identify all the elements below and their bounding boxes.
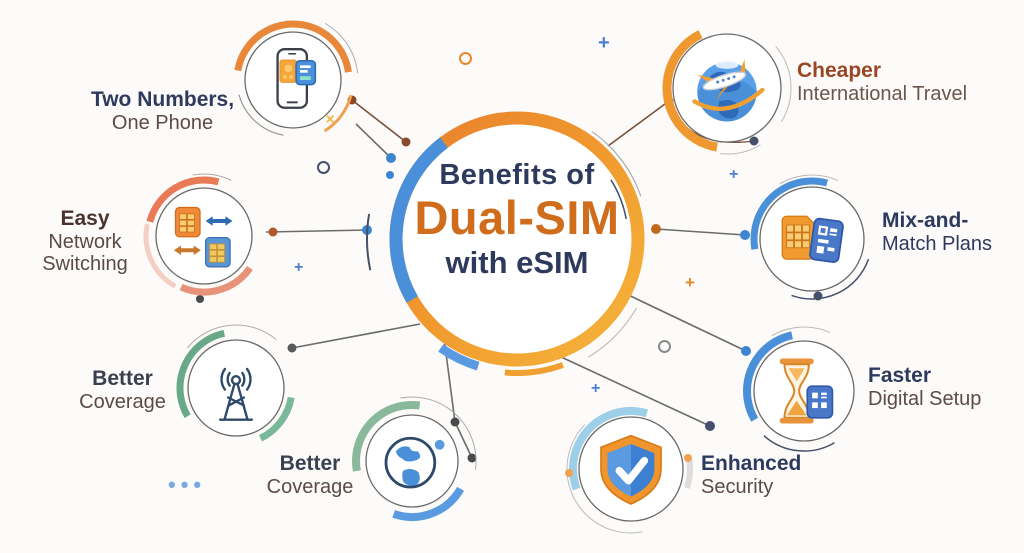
label-line-secondary: Coverage: [79, 390, 166, 413]
node-cheaper-international-travel: [659, 20, 795, 156]
center-title-line2: Dual-SIM: [414, 191, 620, 245]
sim-swap-icon: [173, 206, 233, 268]
label-line-primary: Better: [279, 452, 341, 475]
plus-icon: +: [729, 166, 739, 183]
label-line-secondary: Digital Setup: [868, 387, 982, 410]
label-faster-digital-setup: Faster Digital Setup: [868, 364, 981, 410]
signal-tower-icon: [218, 367, 254, 421]
node-mix-and-match-plans: [744, 171, 880, 307]
label-line-primary: Cheaper: [797, 59, 882, 82]
label-two-numbers-one-phone: Two Numbers, One Phone: [55, 88, 270, 134]
hollow-dot-icon: [459, 52, 472, 65]
label-mix-and-match-plans: Mix-and- Match Plans: [882, 209, 992, 255]
node-easy-network-switching: [136, 168, 272, 304]
label-line-primary: Faster: [868, 364, 932, 387]
hollow-dot-icon: [658, 340, 671, 353]
center-title: Benefits of Dual-SIM with eSIM: [397, 159, 637, 281]
hollow-dot-icon: [317, 161, 330, 174]
label-line-secondary: Match Plans: [882, 232, 993, 255]
label-easy-network-switching: Easy Network Switching: [25, 207, 145, 275]
label-line-primary: Easy: [60, 207, 110, 230]
shield-check-icon: [600, 434, 662, 505]
center-title-line3: with eSIM: [445, 245, 589, 281]
node-two-numbers-one-phone: [225, 12, 361, 148]
ellipsis-icon: •••: [168, 472, 207, 497]
label-line-secondary: Network: [48, 230, 122, 253]
node-faster-digital-setup: [736, 323, 872, 459]
label-better-coverage-globe: Better Coverage: [260, 452, 360, 498]
globe-icon: [384, 436, 445, 489]
center-title-line1: Benefits of: [439, 159, 595, 191]
label-line-primary: Mix-and-: [882, 209, 969, 232]
sim-esim-icon: [781, 215, 844, 263]
label-line-secondary: Security: [701, 475, 774, 498]
label-line-secondary: One Phone: [111, 111, 214, 134]
plus-icon: +: [294, 259, 304, 276]
globe-plane-icon: [692, 59, 765, 122]
connector-dots: [196, 95, 823, 463]
label-line-primary: Two Numbers,: [90, 88, 235, 111]
node-better-coverage-globe: [344, 393, 480, 529]
plus-icon: +: [598, 32, 610, 54]
label-enhanced-security: Enhanced Security: [701, 452, 801, 498]
label-line-primary: Better: [92, 367, 153, 390]
node-ring: [172, 324, 300, 452]
label-line-secondary: Coverage: [266, 475, 354, 498]
node-enhanced-security: [563, 401, 699, 537]
label-line-primary: Enhanced: [701, 452, 802, 475]
center-ring: [365, 88, 668, 390]
label-line-secondary: International Travel: [797, 82, 968, 105]
node-better-coverage-tower: [168, 320, 304, 456]
hourglass-esim-icon: [779, 358, 834, 424]
label-cheaper-international-travel: Cheaper International Travel: [797, 59, 967, 105]
plus-icon: +: [591, 380, 601, 397]
label-line-tertiary: Switching: [42, 252, 128, 275]
plus-icon: +: [685, 273, 695, 292]
label-better-coverage-tower: Better Coverage: [75, 367, 170, 413]
dual-sim-phone-icon: [276, 48, 317, 109]
